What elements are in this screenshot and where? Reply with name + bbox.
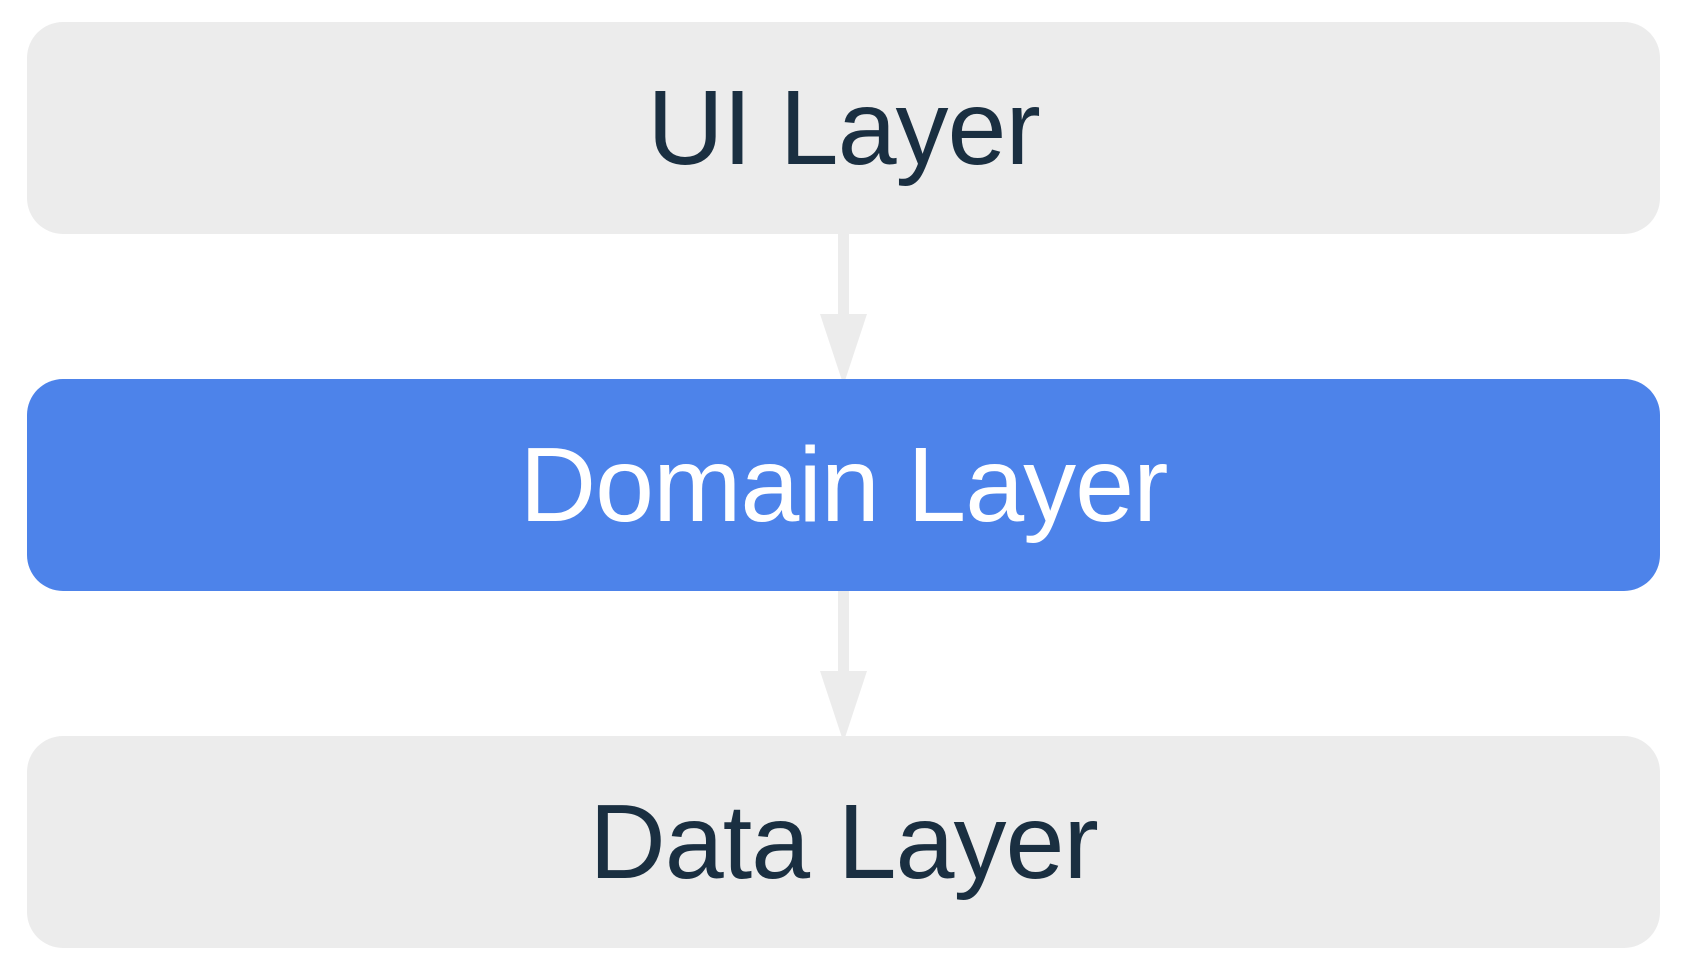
arrow-ui-to-domain bbox=[27, 234, 1660, 379]
layer-box-ui: UI Layer bbox=[27, 22, 1660, 234]
layer-label-domain: Domain Layer bbox=[519, 426, 1169, 544]
arrow-domain-to-data bbox=[27, 591, 1660, 736]
arrow-down-icon bbox=[820, 234, 867, 379]
layer-box-data: Data Layer bbox=[27, 736, 1660, 948]
layer-box-domain: Domain Layer bbox=[27, 379, 1660, 591]
layer-label-data: Data Layer bbox=[589, 783, 1099, 901]
layer-label-ui: UI Layer bbox=[647, 69, 1041, 187]
arrow-down-icon bbox=[820, 591, 867, 736]
